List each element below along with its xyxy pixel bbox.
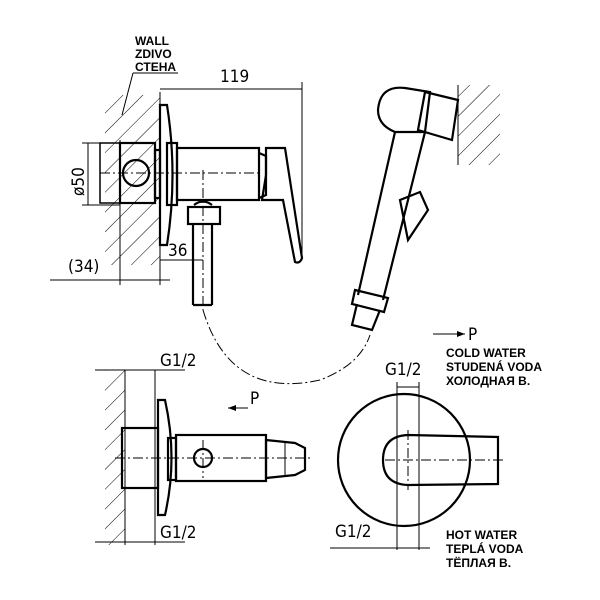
flange-top xyxy=(156,398,173,517)
wall-label-cz: ZDIVO xyxy=(135,47,172,61)
front-view: G1/2 G1/2 P COLD WATER STUDENÁ VODA ХОЛО… xyxy=(330,325,542,570)
hot-water-ru: ТЁПЛАЯ В. xyxy=(446,555,511,570)
cold-water-en: COLD WATER xyxy=(446,346,526,360)
dimension-diameter: ø50 xyxy=(69,167,89,196)
wall-label-en: WALL xyxy=(135,34,169,48)
cold-water-cz: STUDENÁ VODA xyxy=(446,359,542,374)
dimension-length: 119 xyxy=(220,67,249,87)
dimension-offset: 36 xyxy=(168,241,187,261)
holder xyxy=(416,90,460,142)
wall-hatch-shower xyxy=(458,85,500,165)
hot-water-cz: TEPLÁ VODA xyxy=(446,541,524,556)
hand-shower xyxy=(350,85,500,332)
thread-top-right: G1/2 xyxy=(385,360,421,380)
thread-bottom-right: G1/2 xyxy=(335,522,371,542)
lever-side xyxy=(260,146,304,264)
thread-bottom-left: G1/2 xyxy=(160,523,196,543)
hose-path xyxy=(202,309,371,385)
wall-hatch xyxy=(105,95,160,265)
pressure-label-left: P xyxy=(250,389,259,409)
cold-water-ru: ХОЛОДНАЯ В. xyxy=(446,374,530,388)
nozzle xyxy=(264,438,307,480)
pressure-label-right: P xyxy=(468,325,477,345)
thread-top-left: G1/2 xyxy=(160,351,196,371)
shower-head xyxy=(376,86,432,134)
mixer-body xyxy=(175,146,261,202)
top-view: G1/2 G1/2 P xyxy=(95,351,310,545)
shower-button xyxy=(398,190,430,243)
side-view: WALL ZDIVO СТЕНА 119 ø50 xyxy=(50,34,304,310)
flange xyxy=(158,103,174,247)
hot-water-en: HOT WATER xyxy=(446,528,517,542)
dimension-depth: (34) xyxy=(68,257,99,277)
wall-label-ru: СТЕНА xyxy=(135,60,176,74)
